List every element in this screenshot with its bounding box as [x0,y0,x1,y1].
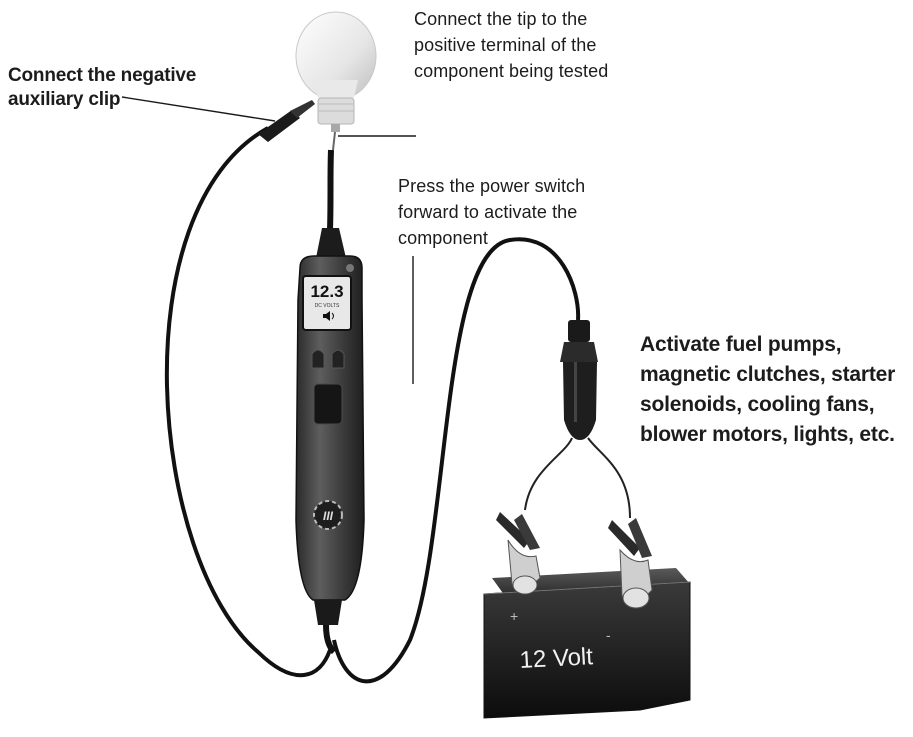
callout-line: blower motors, lights, etc. [640,423,895,446]
callout-line: solenoids, cooling fans, [640,393,875,416]
battery-label: 12 Volt [519,643,594,674]
device-button-right [331,349,345,369]
callout-line: Activate fuel pumps, [640,333,842,356]
positive-alligator-clip-icon [496,512,541,595]
tester-logo-ring [313,500,343,530]
tester-led [346,264,354,272]
probe-neck [327,149,334,231]
callout-line: auxiliary clip [8,89,121,110]
power-switch-callout: Press the power switch forward to activa… [398,173,585,251]
display-unit: DC VOLTS [315,303,340,309]
negative-clamp-wire [587,437,631,519]
device-button-left [311,349,325,369]
callout-line: positive terminal of the [414,35,597,55]
negative-lead-wire [164,126,332,678]
battery-positive-symbol: + [510,608,518,624]
callout-line: forward to activate the [398,202,578,222]
callout-line: magnetic clutches, starter [640,363,896,386]
battery-clamp-connector [560,320,598,440]
light-bulb-icon [295,11,377,132]
power-probe-tester [295,255,365,601]
negative-clip-callout: Connect the negative auxiliary clip [8,64,196,112]
probe-collar [316,228,346,258]
power-switch [313,383,343,425]
tester-tail-cable [323,624,337,655]
tester-logo: III [323,509,334,523]
tester-tail-boot [314,600,342,625]
negative-clip-leader-line [121,96,276,122]
callout-line: Connect the tip to the [414,9,588,29]
activate-devices-callout: Activate fuel pumps, magnetic clutches, … [640,330,895,450]
callout-line: component being tested [414,61,609,81]
negative-auxiliary-clip [258,100,315,142]
display-screen [302,275,352,331]
negative-alligator-clip-icon [608,518,653,609]
callout-line: Connect the negative [8,65,197,86]
display-reading: 12.3 [310,282,343,301]
power-lead-wire [332,237,581,684]
probe-tip [332,131,336,151]
speaker-icon [323,311,334,321]
callout-line: component [398,228,488,248]
tip-callout: Connect the tip to the positive terminal… [414,6,608,84]
callout-line: Press the power switch [398,176,586,196]
positive-clamp-wire [524,437,573,511]
battery-negative-symbol: - [606,627,611,643]
